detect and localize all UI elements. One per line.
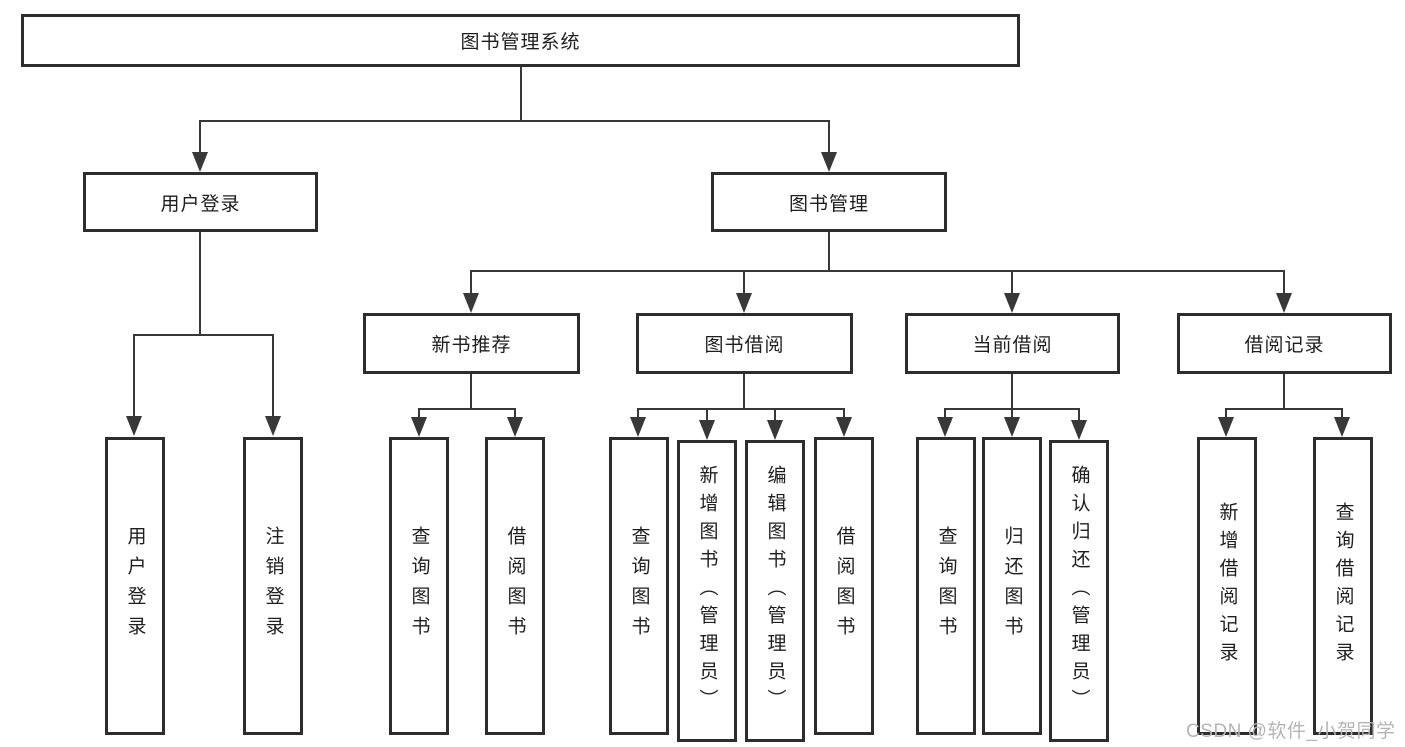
connector (1078, 408, 1080, 422)
arrow-down-icon (1071, 420, 1087, 440)
node-book-management-label: 图书管理 (788, 193, 869, 215)
leaf-label: 用户登录 (124, 526, 146, 646)
node-new-book-recommend: 新书推荐 (363, 313, 580, 374)
node-book-borrow-label: 图书借阅 (704, 335, 785, 356)
arrow-down-icon (1004, 417, 1020, 437)
connector (843, 408, 845, 419)
connector (133, 334, 274, 336)
connector (133, 334, 135, 417)
leaf-label: 查询图书 (628, 526, 650, 646)
arrow-down-icon (1276, 293, 1292, 313)
leaf-label: 归还图书 (1001, 526, 1023, 646)
connector (637, 408, 639, 419)
leaf-return-books: 归还图书 (982, 437, 1042, 735)
connector (514, 408, 516, 419)
leaf-label: 注销登录 (262, 526, 284, 646)
leaf-add-books-admin: 新增图书（管理员） (677, 440, 737, 742)
connector (944, 408, 946, 419)
connector (470, 374, 472, 410)
connector (828, 120, 830, 154)
arrow-down-icon (937, 417, 953, 437)
connector (1011, 374, 1013, 410)
leaf-query-books-current: 查询图书 (916, 437, 976, 735)
leaf-label: 借阅图书 (833, 526, 855, 646)
connector (1283, 270, 1285, 295)
connector (743, 270, 745, 295)
connector (199, 232, 201, 336)
node-user-login-label: 用户登录 (160, 193, 241, 215)
csdn-watermark: CSDN @软件_小贺同学 (1186, 721, 1396, 742)
arrow-down-icon (736, 293, 752, 313)
node-user-login: 用户登录 (83, 172, 318, 232)
connector (637, 408, 845, 410)
arrow-down-icon (821, 152, 837, 172)
leaf-label: 查询图书 (408, 526, 430, 646)
node-current-borrow: 当前借阅 (905, 313, 1120, 374)
node-root: 图书管理系统 (21, 14, 1020, 67)
connector (272, 334, 274, 417)
connector (470, 270, 472, 295)
leaf-query-borrow-record: 查询借阅记录 (1313, 437, 1373, 735)
node-borrow-records: 借阅记录 (1177, 313, 1392, 374)
arrow-down-icon (836, 417, 852, 437)
leaf-user-login: 用户登录 (105, 437, 165, 735)
connector (418, 408, 420, 419)
leaf-confirm-return-admin: 确认归还（管理员） (1049, 440, 1109, 742)
arrow-down-icon (630, 417, 646, 437)
connector (774, 408, 776, 422)
node-book-management: 图书管理 (711, 172, 947, 232)
node-new-book-recommend-label: 新书推荐 (431, 335, 512, 356)
leaf-add-borrow-record: 新增借阅记录 (1197, 437, 1257, 735)
connector (1225, 408, 1343, 410)
node-book-borrow: 图书借阅 (636, 313, 853, 374)
connector (1225, 408, 1227, 419)
connector (743, 374, 745, 410)
arrow-down-icon (1218, 417, 1234, 437)
connector (520, 67, 522, 121)
leaf-label: 编辑图书（管理员） (764, 465, 786, 717)
node-current-borrow-label: 当前借阅 (972, 335, 1053, 356)
arrow-down-icon (1334, 417, 1350, 437)
leaf-label: 借阅图书 (504, 526, 526, 646)
node-root-label: 图书管理系统 (460, 32, 581, 53)
arrow-down-icon (411, 417, 427, 437)
leaf-query-books-recommend: 查询图书 (389, 437, 449, 735)
connector (706, 408, 708, 422)
connector (418, 408, 516, 410)
connector (1341, 408, 1343, 419)
arrow-down-icon (463, 293, 479, 313)
arrow-down-icon (1004, 293, 1020, 313)
leaf-borrow-books-recommend: 借阅图书 (485, 437, 545, 735)
connector (470, 270, 1285, 272)
connector (199, 120, 830, 122)
leaf-label: 查询图书 (935, 526, 957, 646)
leaf-label: 新增图书（管理员） (696, 465, 718, 717)
arrow-down-icon (699, 420, 715, 440)
arrow-down-icon (265, 416, 281, 436)
leaf-label: 确认归还（管理员） (1068, 465, 1090, 717)
connector (1011, 270, 1013, 295)
connector (199, 120, 201, 154)
arrow-down-icon (507, 417, 523, 437)
arrow-down-icon (767, 420, 783, 440)
leaf-label: 查询借阅记录 (1332, 502, 1354, 670)
connector (1283, 374, 1285, 410)
arrow-down-icon (192, 152, 208, 172)
leaf-query-books-borrow: 查询图书 (609, 437, 669, 735)
leaf-edit-books-admin: 编辑图书（管理员） (745, 440, 805, 742)
connector (1011, 408, 1013, 419)
node-borrow-records-label: 借阅记录 (1244, 335, 1325, 356)
leaf-label: 新增借阅记录 (1216, 502, 1238, 670)
leaf-logout: 注销登录 (243, 437, 303, 735)
leaf-borrow-books: 借阅图书 (814, 437, 874, 735)
connector (828, 232, 830, 272)
arrow-down-icon (126, 416, 142, 436)
